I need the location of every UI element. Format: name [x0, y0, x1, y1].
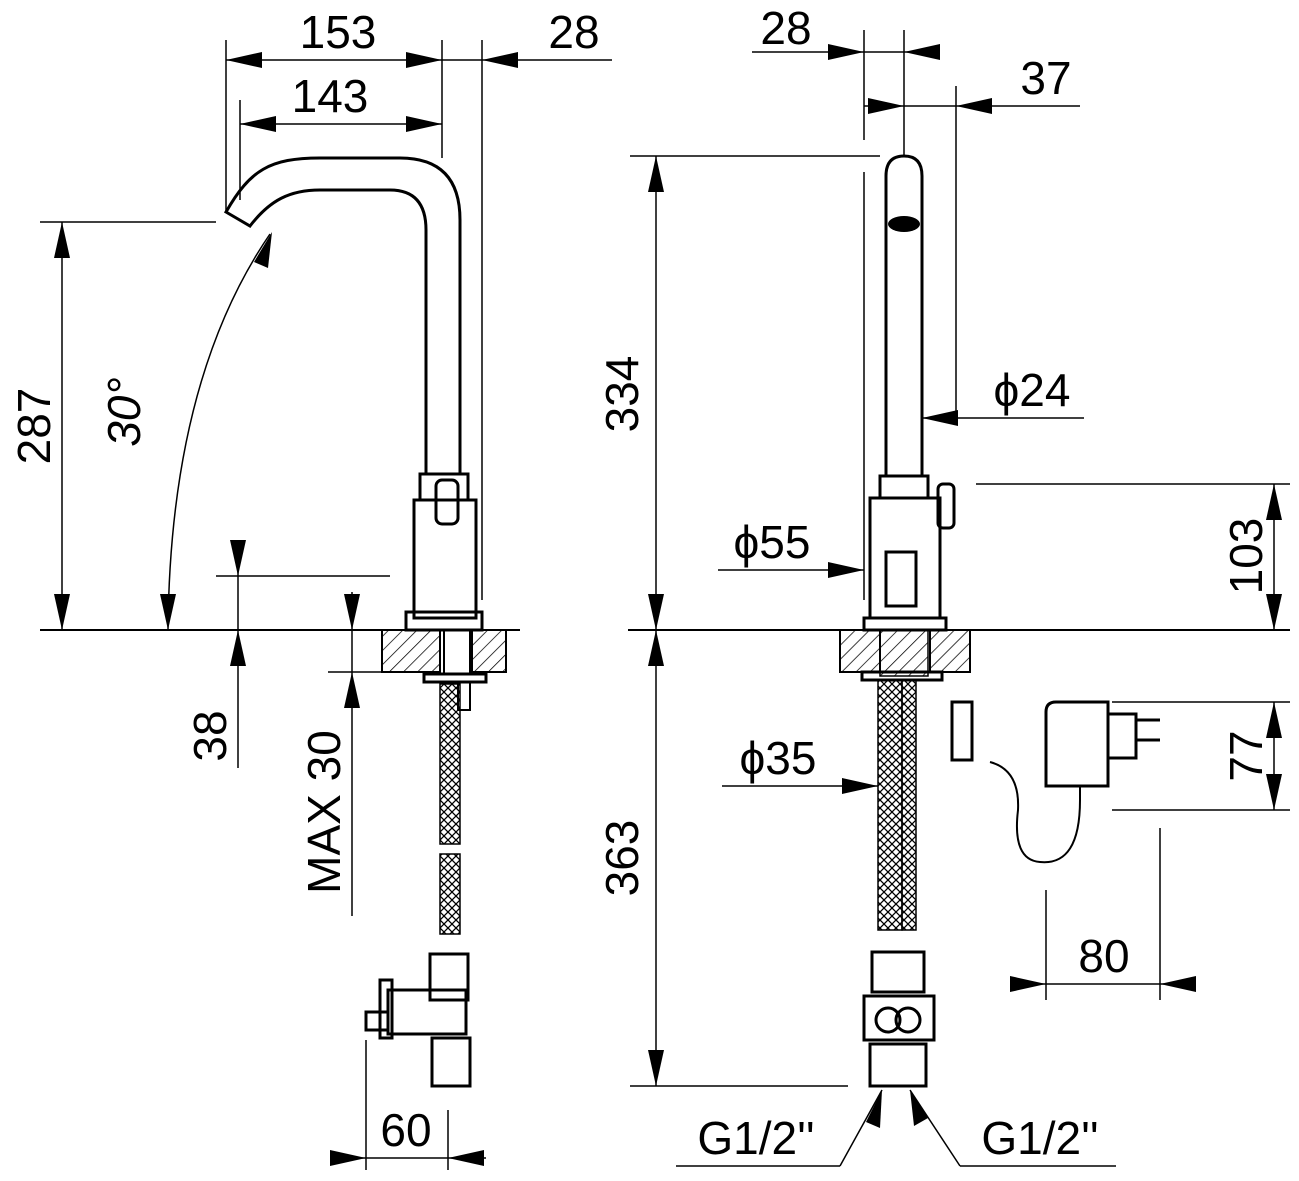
dim-287: 287: [8, 388, 60, 465]
aerator: [888, 216, 920, 232]
angle-30: 30°: [98, 377, 150, 447]
hose-upper: [439, 683, 461, 845]
thread-g12-left: G1/2'': [697, 1112, 814, 1164]
lever: [434, 478, 460, 526]
counter-block-left-front: [839, 629, 881, 673]
counter-block-right-front: [929, 629, 971, 673]
power-adapter: [1044, 700, 1110, 788]
hose-lower: [439, 853, 461, 935]
hose-left: [877, 679, 903, 931]
fixing-nut: [422, 672, 488, 684]
thread-g12-right: G1/2'': [981, 1112, 1098, 1164]
tap-body: [412, 498, 478, 620]
dim-max-30: MAX 30: [298, 730, 350, 894]
dim-phi24: ϕ24: [994, 364, 1071, 416]
collar-front: [878, 474, 930, 500]
lever-front: [936, 482, 956, 530]
dim-60: 60: [380, 1104, 431, 1156]
dim-phi35: ϕ35: [740, 732, 817, 784]
spout: [223, 156, 462, 476]
body-front: [868, 496, 942, 620]
dim-28-left: 28: [548, 6, 599, 58]
dim-363: 363: [596, 820, 648, 897]
dim-103: 103: [1220, 518, 1272, 595]
valve-bracket: [378, 978, 394, 1040]
side-view: 153 28 143 287 30° 38 MAX 30: [8, 6, 612, 1170]
valve-knob: [364, 1010, 390, 1032]
sensor-box: [950, 700, 974, 762]
dim-80: 80: [1078, 930, 1129, 982]
hose-right: [901, 679, 917, 931]
valve-nut-top: [428, 952, 470, 1002]
valve-body-front: [862, 994, 936, 1042]
dim-28-right: 28: [760, 2, 811, 54]
tap-collar: [418, 472, 470, 502]
dim-77: 77: [1220, 730, 1272, 781]
dim-334: 334: [596, 356, 648, 433]
valve-nut-bottom: [430, 1036, 472, 1088]
counter-block-left: [381, 629, 441, 673]
dim-153: 153: [300, 6, 377, 58]
dim-phi55: ϕ55: [734, 516, 811, 568]
base-flange: [404, 610, 484, 632]
valve-nut-top-front: [870, 950, 926, 994]
dim-143: 143: [292, 70, 369, 122]
shank: [443, 629, 473, 675]
shank-front: [879, 629, 929, 677]
valve-body: [386, 988, 468, 1036]
dim-38: 38: [184, 710, 236, 761]
sensor-window: [884, 550, 918, 608]
front-view: 28 37 334 363 ϕ24 ϕ55 ϕ35: [596, 2, 1290, 1167]
adapter-cable: [989, 761, 1081, 864]
adapter-plug: [1106, 712, 1138, 760]
spout-column: [884, 154, 924, 478]
base-flange-front: [862, 616, 948, 632]
counter-block-right: [469, 629, 507, 673]
dim-37: 37: [1020, 52, 1071, 104]
valve-nut-bottom-front: [868, 1042, 928, 1088]
